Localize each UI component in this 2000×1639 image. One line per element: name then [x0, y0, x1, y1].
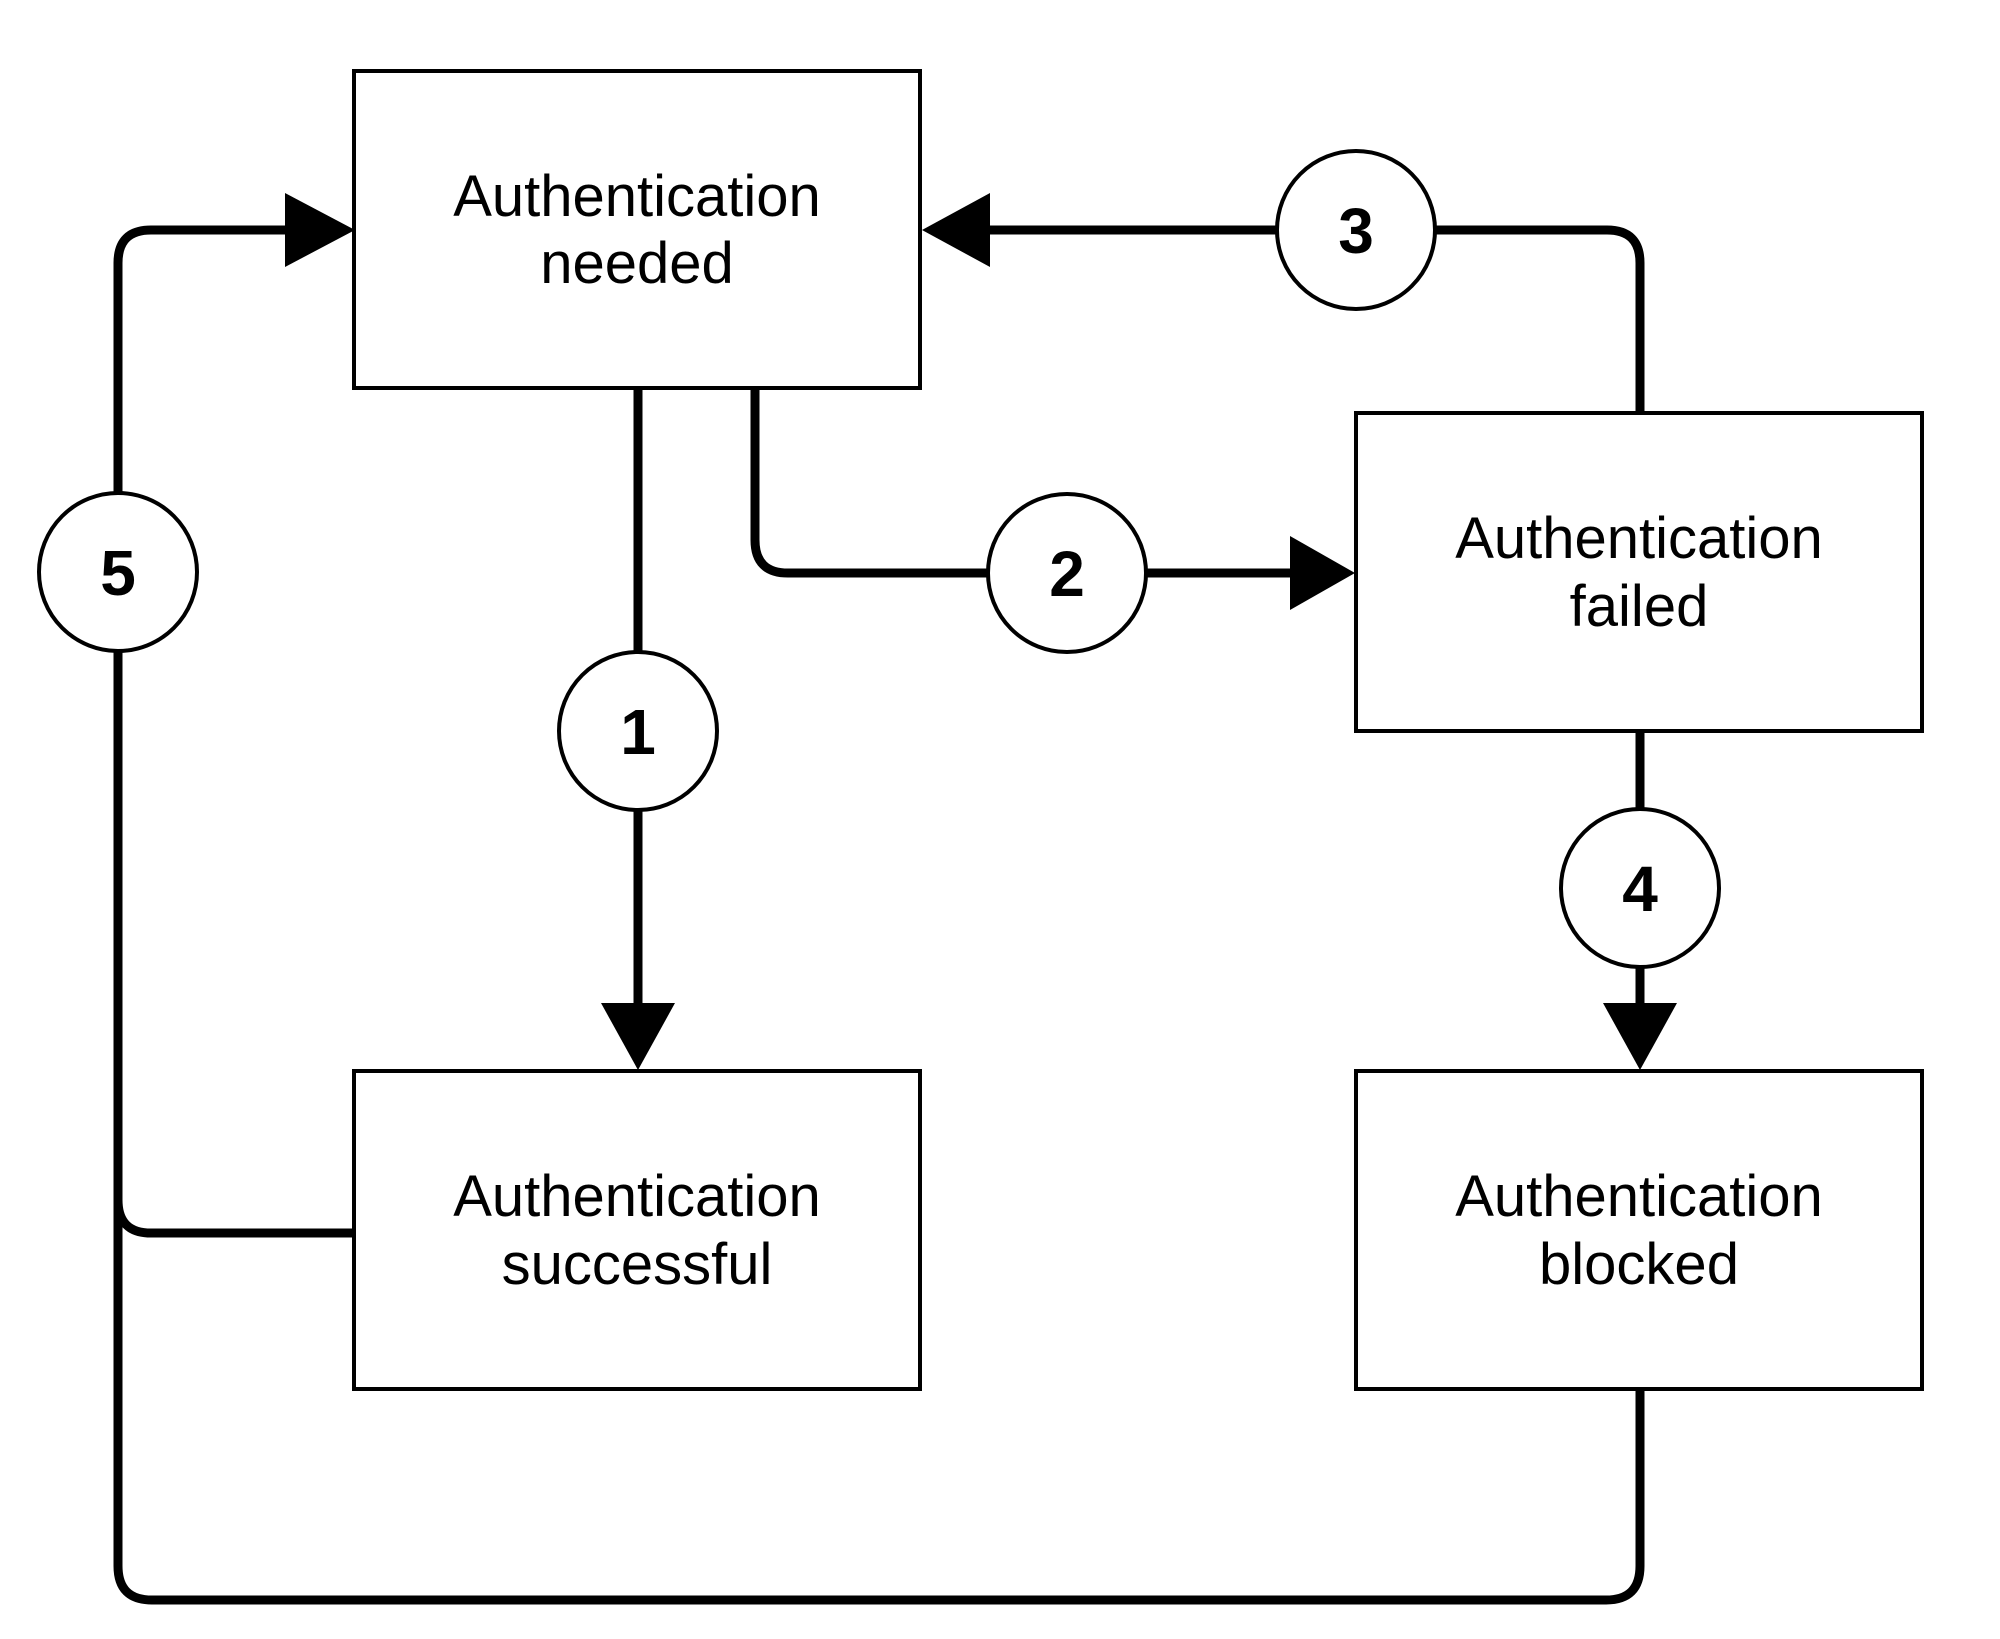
transition-2-line: [750, 388, 1310, 578]
state-failed-label-line1: Authentication: [1455, 506, 1823, 571]
step-1-marker: 1: [557, 650, 719, 812]
transition-5-branch-line: [113, 1199, 355, 1238]
transition-3-arrowhead: [922, 193, 990, 267]
transition-5-arrowhead: [285, 193, 355, 267]
state-authentication-blocked: Authentication blocked: [1354, 1069, 1924, 1391]
step-5-marker: 5: [37, 491, 199, 653]
state-blocked-label-line1: Authentication: [1455, 1164, 1823, 1229]
state-authentication-needed: Authentication needed: [352, 69, 922, 390]
state-needed-label-line1: Authentication: [453, 164, 821, 229]
state-failed-label-line2: failed: [1570, 574, 1709, 639]
state-blocked-label-line2: blocked: [1539, 1232, 1739, 1297]
state-authentication-failed: Authentication failed: [1354, 411, 1924, 733]
state-successful-label-line1: Authentication: [453, 1164, 821, 1229]
step-3-label: 3: [1338, 195, 1374, 267]
state-authentication-successful: Authentication successful: [352, 1069, 922, 1391]
step-5-label: 5: [100, 537, 136, 609]
step-1-label: 1: [620, 696, 656, 768]
state-needed-label-line2: needed: [540, 231, 734, 296]
state-successful-label-line2: successful: [502, 1232, 773, 1297]
step-2-label: 2: [1049, 538, 1085, 610]
transition-3-line: [975, 225, 1645, 413]
step-3-marker: 3: [1275, 149, 1437, 311]
step-4-label: 4: [1622, 853, 1658, 925]
step-2-marker: 2: [986, 492, 1148, 654]
transition-4-arrowhead: [1603, 1003, 1677, 1070]
transition-2-arrowhead: [1290, 536, 1355, 610]
transition-1-arrowhead: [601, 1003, 675, 1070]
step-4-marker: 4: [1559, 807, 1721, 969]
transition-5-line: [113, 225, 1645, 1605]
